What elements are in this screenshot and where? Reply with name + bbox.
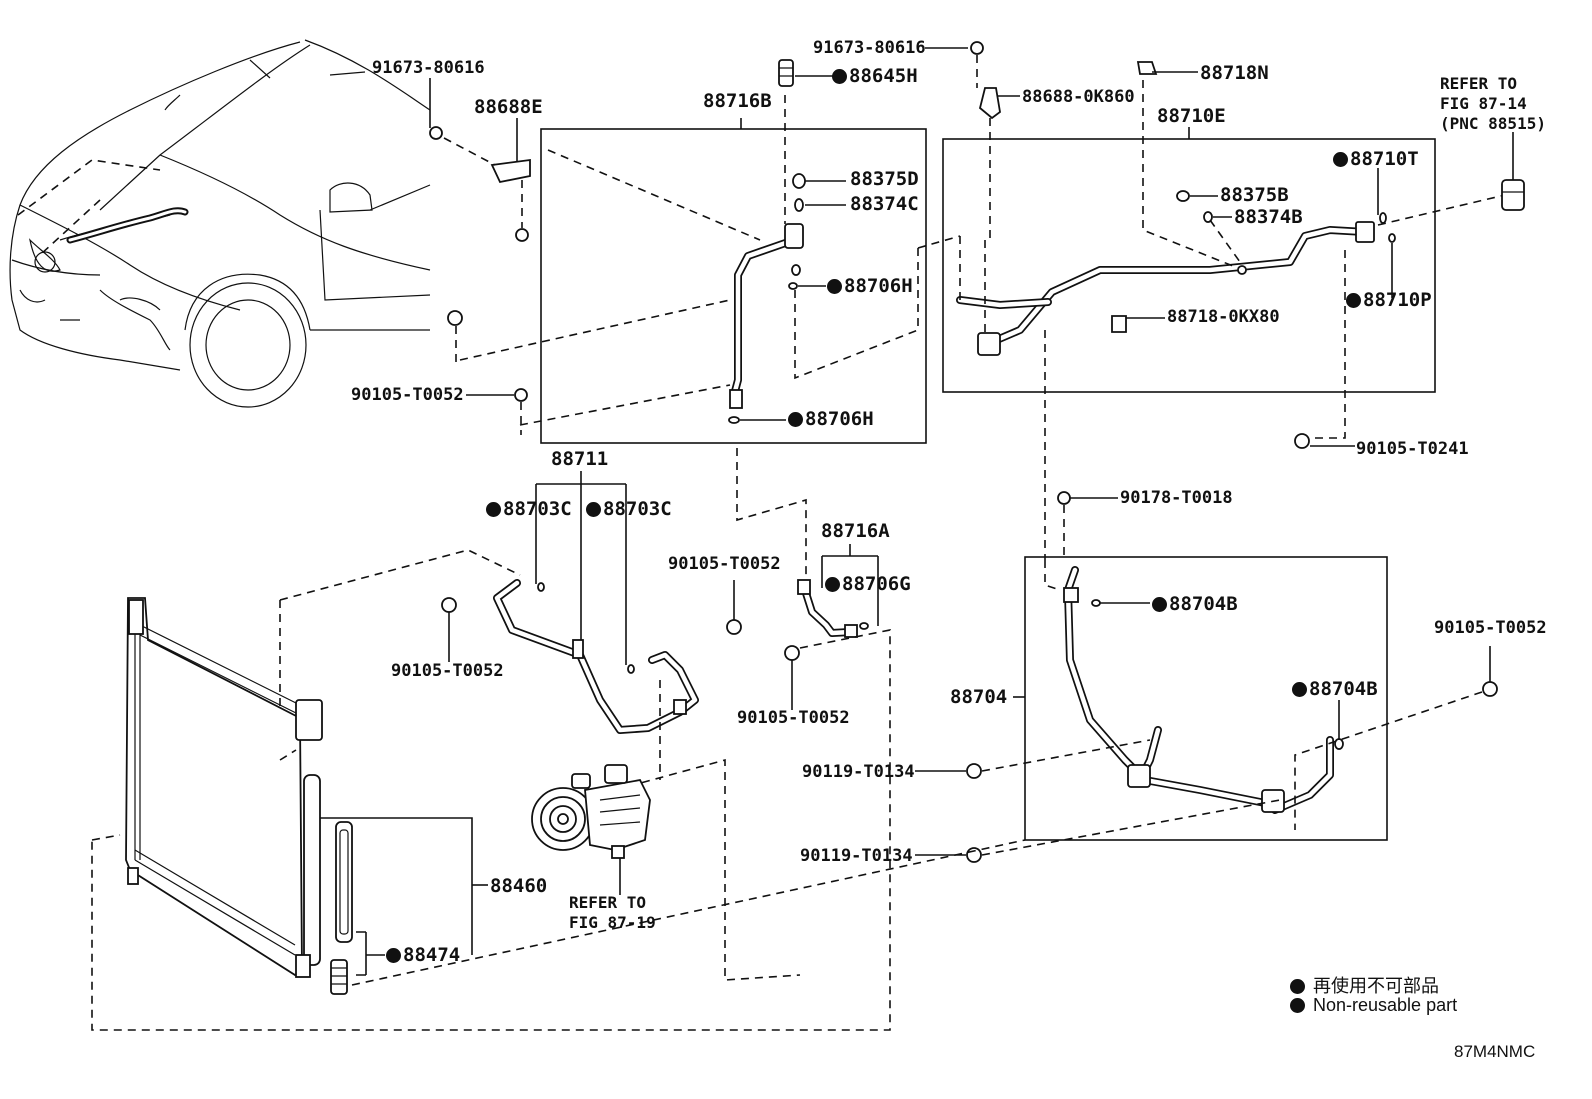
non-reusable-dot-icon [788, 412, 803, 427]
non-reusable-dot-icon [586, 502, 601, 517]
label-88704B-lower: 88704B [1292, 680, 1378, 699]
non-reusable-dot-icon [386, 948, 401, 963]
group-box-88716B [540, 128, 927, 444]
label-88710E: 88710E [1157, 105, 1226, 127]
label-88704B-upper: 88704B [1152, 595, 1238, 614]
non-reusable-dot-icon [1152, 597, 1167, 612]
reference-fig-87-14: REFER TO FIG 87-14 (PNC 88515) [1440, 74, 1546, 133]
non-reusable-dot-icon [1290, 998, 1305, 1013]
label-90105-T0052-upper: 90105-T0052 [351, 385, 464, 405]
compressor [531, 764, 651, 859]
label-88711: 88711 [551, 448, 609, 470]
label-88710P: 88710P [1346, 291, 1432, 310]
label-88474: 88474 [386, 946, 460, 965]
non-reusable-dot-icon [486, 502, 501, 517]
label-88374C: 88374C [850, 193, 919, 215]
label-90105-T0052-left: 90105-T0052 [391, 661, 504, 681]
label-90178-T0018: 90178-T0018 [1120, 488, 1233, 508]
legend-line-japanese: 再使用不可部品 [1290, 972, 1439, 998]
non-reusable-dot-icon [825, 577, 840, 592]
diagram-code: 87M4NMC [1454, 1042, 1536, 1061]
label-88704: 88704 [950, 686, 1008, 708]
label-88718N: 88718N [1200, 62, 1269, 84]
label-88688E: 88688E [474, 96, 543, 118]
non-reusable-dot-icon [1290, 979, 1305, 994]
non-reusable-dot-icon [1333, 152, 1348, 167]
non-reusable-dot-icon [827, 279, 842, 294]
label-88460: 88460 [490, 875, 548, 897]
condenser [125, 597, 323, 978]
group-box-88710E [942, 138, 1436, 393]
non-reusable-dot-icon [832, 69, 847, 84]
label-88706H-upper: 88706H [827, 277, 913, 296]
label-88374B: 88374B [1234, 206, 1303, 228]
label-91673-80616-left: 91673-80616 [372, 58, 485, 78]
label-91673-80616-top: 91673-80616 [813, 38, 926, 58]
legend-line-english: Non-reusable part [1290, 995, 1457, 1016]
label-88375D: 88375D [850, 168, 919, 190]
reference-fig-87-19: REFER TO FIG 87-19 [569, 893, 656, 932]
label-90105-T0052-right: 90105-T0052 [1434, 618, 1547, 638]
label-90105-T0052-mid: 90105-T0052 [668, 554, 781, 574]
label-88703C-left: 88703C [486, 500, 572, 519]
vehicle-leader [17, 159, 161, 216]
leader-lines [429, 47, 1491, 856]
label-88710T: 88710T [1333, 150, 1419, 169]
label-88688-0K860: 88688-0K860 [1022, 87, 1135, 107]
label-88703C-right: 88703C [586, 500, 672, 519]
label-88718-0KX80: 88718-0KX80 [1167, 307, 1280, 327]
label-88716A: 88716A [821, 520, 890, 542]
label-88706H-lower: 88706H [788, 410, 874, 429]
label-88645H: 88645H [832, 67, 918, 86]
label-90119-T0134-upper: 90119-T0134 [802, 762, 915, 782]
label-90105-T0241: 90105-T0241 [1356, 439, 1469, 459]
vehicle-outline [9, 39, 431, 408]
non-reusable-dot-icon [1292, 682, 1307, 697]
group-box-88704 [1024, 556, 1388, 841]
label-90105-T0052-lower: 90105-T0052 [737, 708, 850, 728]
label-88716B: 88716B [703, 90, 772, 112]
non-reusable-dot-icon [1346, 293, 1361, 308]
label-90119-T0134-lower: 90119-T0134 [800, 846, 913, 866]
label-88375B: 88375B [1220, 184, 1289, 206]
label-88706G: 88706G [825, 575, 911, 594]
